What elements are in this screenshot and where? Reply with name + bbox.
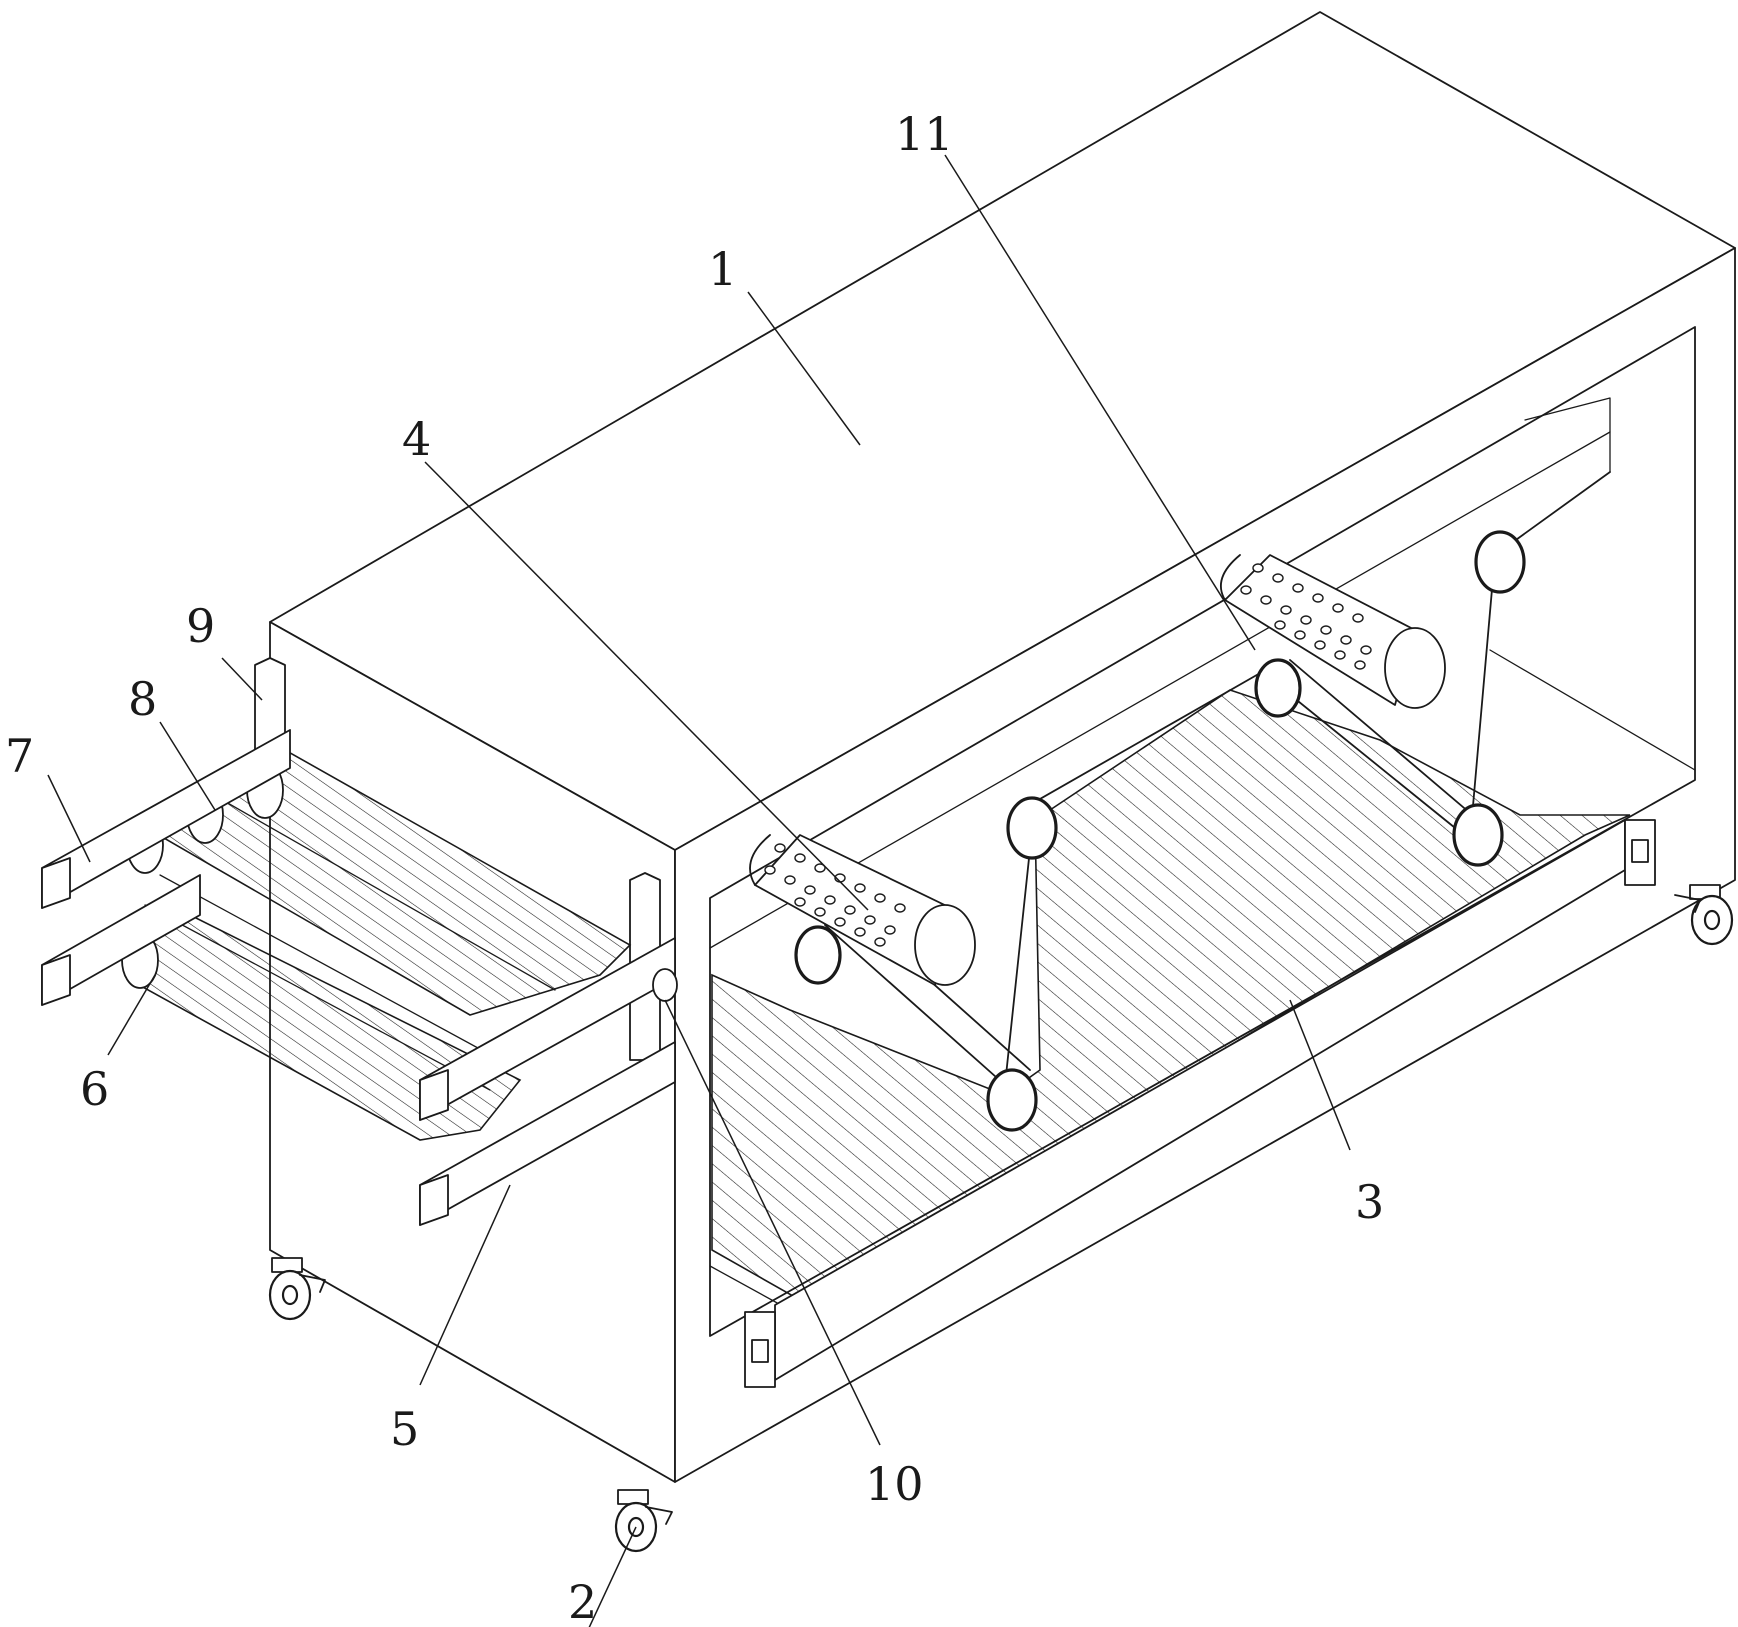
label-4: 4: [402, 412, 431, 466]
perforated-drum-front: [749, 834, 976, 986]
feed-rack: [41, 657, 678, 1226]
rail-upper-front-end: [419, 1069, 449, 1121]
label-9: 9: [186, 599, 215, 653]
label-6: 6: [80, 1062, 109, 1116]
label-1: 1: [708, 242, 737, 296]
reference-numerals: 1 2 3 4 5 6 7 8 9 10 11: [5, 107, 1384, 1627]
rail-upper-left-end: [41, 857, 71, 909]
mounting-brackets: [744, 819, 1656, 1388]
perforated-drum-rear: [1220, 554, 1446, 709]
roller-front-lower: [794, 925, 842, 985]
label-2: 2: [568, 1575, 597, 1627]
pivot-joint: [652, 968, 678, 1002]
label-5: 5: [390, 1402, 419, 1456]
drum-holes-front: [764, 843, 906, 947]
roller-rear-upper: [1474, 530, 1526, 594]
drum-holes-rear: [1240, 563, 1372, 670]
post-rear: [254, 657, 286, 751]
leader-lines: [47, 154, 1351, 1627]
caster-wheel-front-right: [1674, 884, 1734, 946]
label-11: 11: [895, 107, 954, 161]
caster-wheel-front-left: [614, 1489, 673, 1553]
guide-rollers: [794, 530, 1526, 1132]
label-8: 8: [128, 672, 157, 726]
label-3: 3: [1355, 1175, 1384, 1229]
label-10: 10: [865, 1457, 924, 1511]
roller-rear-bottom: [1452, 803, 1504, 867]
roller-rear-lower: [1254, 658, 1302, 718]
rail-lower-left-end: [41, 954, 71, 1006]
housing: [269, 11, 1736, 1483]
caster-wheel-rear-left: [268, 1257, 326, 1321]
rail-lower-front-end: [419, 1174, 449, 1226]
label-7: 7: [5, 729, 34, 783]
roller-front-upper: [1006, 796, 1058, 860]
roller-front-bottom: [986, 1068, 1038, 1132]
